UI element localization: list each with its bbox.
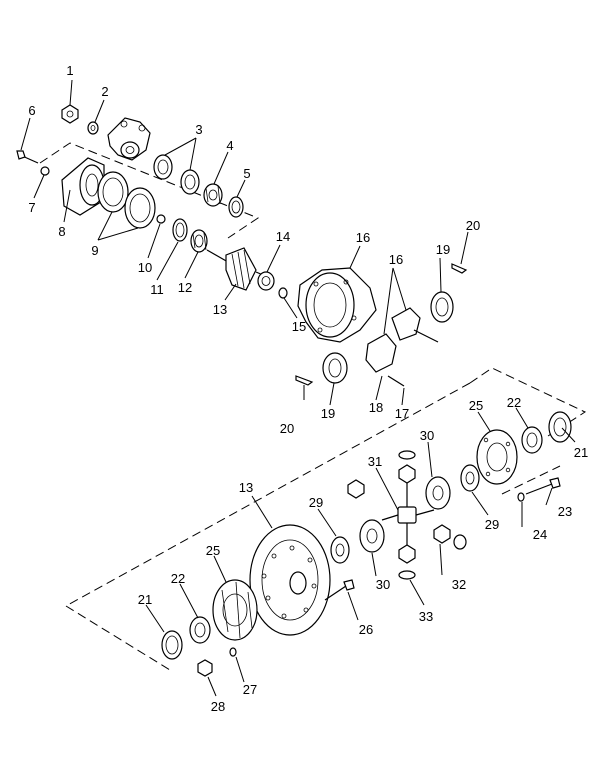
side-bearing-cup-right [548, 411, 572, 443]
side-bearing-cone-right [521, 426, 543, 454]
callout-12: 12 [178, 280, 192, 295]
callout-20: 20 [280, 421, 294, 436]
callout-2: 2 [101, 84, 108, 99]
pinion-seal-pair [153, 154, 200, 195]
inner-pinion-bearing-cup [172, 218, 188, 242]
carrier-housing [297, 267, 377, 343]
callout-3: 3 [195, 122, 202, 137]
callout-19: 19 [321, 406, 335, 421]
callout-6: 6 [28, 103, 35, 118]
callout-27: 27 [243, 682, 257, 697]
callout-29: 29 [309, 495, 323, 510]
callout-5: 5 [243, 166, 250, 181]
callout-8: 8 [58, 224, 65, 239]
side-gear-left [359, 519, 385, 553]
spacer [156, 214, 166, 224]
callout-7: 7 [28, 200, 35, 215]
drive-pinion [206, 247, 271, 291]
cap-screw-upper [16, 150, 39, 164]
thrust-washer-left [330, 536, 350, 564]
callout-30: 30 [420, 428, 434, 443]
callout-4: 4 [226, 138, 233, 153]
side-gear-right [425, 476, 451, 510]
ring-gear [249, 524, 331, 636]
lock-washer-right [517, 492, 525, 502]
pilot-bearing-retainer [278, 287, 288, 299]
case-bolt-left [324, 579, 355, 601]
leader-lines [20, 79, 469, 406]
bearing-cap-pair [365, 307, 439, 387]
callout-9: 9 [91, 243, 98, 258]
pinion-nut [61, 104, 79, 124]
inner-pinion-bearing-cone [190, 229, 208, 253]
pinion-retainer [61, 157, 105, 216]
callout-13: 13 [239, 480, 253, 495]
callout-14: 14 [276, 229, 290, 244]
callout-25: 25 [206, 543, 220, 558]
pilot-bearing [257, 271, 275, 291]
callout-22: 22 [171, 571, 185, 586]
callout-26: 26 [359, 622, 373, 637]
outer-pinion-bearing-cone [203, 183, 223, 207]
side-bearing-cup-left [161, 630, 183, 660]
callout-32: 32 [452, 577, 466, 592]
adjusting-ring-lower [322, 352, 348, 384]
callout-20: 20 [466, 218, 480, 233]
yoke [107, 117, 151, 161]
callout-13: 13 [213, 302, 227, 317]
case-nut [197, 659, 213, 677]
differential-spider [381, 478, 435, 550]
case-bolt-right [525, 477, 561, 495]
callout-10: 10 [138, 260, 152, 275]
callout-16: 16 [389, 252, 403, 267]
lock-washer-left [229, 647, 237, 657]
callout-17: 17 [395, 406, 409, 421]
callout-24: 24 [533, 527, 547, 542]
callout-11: 11 [150, 282, 164, 297]
lock-washer-upper [40, 166, 50, 176]
callout-25: 25 [469, 398, 483, 413]
thrust-washer-right [460, 464, 480, 492]
shim-pack [97, 171, 156, 229]
differential-case-half-left [212, 579, 258, 641]
callout-1: 1 [66, 63, 73, 78]
pinion-washer [87, 121, 99, 135]
pinion-mate-thrust-washers [398, 450, 467, 580]
callout-23: 23 [558, 504, 572, 519]
leader-lines-lower [145, 407, 576, 697]
cotter-pin-lower [295, 375, 314, 386]
differential-case-half-right [476, 429, 518, 485]
assembly-boundary-lower [65, 367, 587, 671]
outer-pinion-bearing-cup [228, 196, 244, 218]
cotter-pin-upper [451, 263, 468, 274]
callout-29: 29 [485, 517, 499, 532]
pinion-mate-gears [347, 464, 451, 564]
callout-15: 15 [292, 319, 306, 334]
callout-16: 16 [356, 230, 370, 245]
callout-21: 21 [138, 592, 152, 607]
callout-labels: 1 2 3 4 5 6 7 8 9 10 11 12 13 14 15 16 1… [28, 63, 588, 714]
assembly-boundary-upper [39, 142, 260, 239]
callout-28: 28 [211, 699, 225, 714]
callout-31: 31 [368, 454, 382, 469]
side-bearing-cone-left [189, 616, 211, 644]
callout-22: 22 [507, 395, 521, 410]
callout-30: 30 [376, 577, 390, 592]
callout-18: 18 [369, 400, 383, 415]
adjusting-ring-upper [430, 291, 454, 323]
callout-21: 21 [574, 445, 588, 460]
callout-33: 33 [419, 609, 433, 624]
callout-19: 19 [436, 242, 450, 257]
